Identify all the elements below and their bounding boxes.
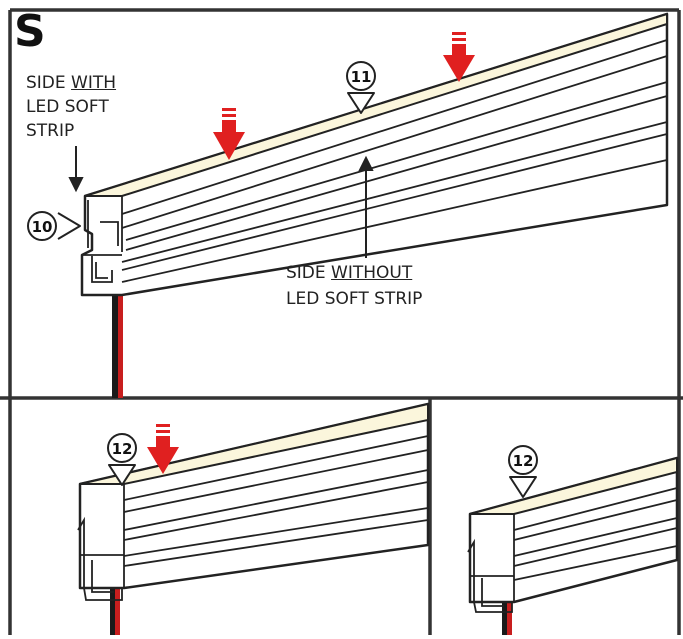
callout-10-number: 10 — [32, 218, 53, 236]
label-without-emphasis: WITHOUT — [331, 263, 413, 283]
callout-11-number: 11 — [351, 68, 372, 86]
pointer-triangle-icon — [347, 92, 375, 114]
down-arrow-icon — [213, 108, 245, 160]
label-with-line1: SIDE WITH — [26, 72, 116, 94]
callout-12-number: 12 — [112, 440, 133, 458]
label-without-text: SIDE — [286, 263, 332, 283]
down-arrow-icon — [147, 424, 179, 474]
label-without-line2: LED SOFT STRIP — [286, 289, 423, 309]
pointer-triangle-icon — [57, 212, 81, 240]
callout-12-left: 12 — [107, 433, 137, 486]
label-with-line3: STRIP — [26, 121, 75, 141]
callout-12-right: 12 — [508, 445, 538, 498]
callout-10: 10 — [27, 211, 81, 241]
callout-12-number: 12 — [513, 452, 534, 470]
label-with-line2: LED SOFT — [26, 97, 109, 117]
label-pointer-with — [68, 146, 84, 193]
pointer-triangle-icon — [108, 464, 136, 486]
label-without-line1: SIDE WITHOUT — [286, 262, 412, 284]
label-pointer-without — [358, 155, 374, 258]
callout-11: 11 — [346, 61, 376, 114]
pointer-triangle-icon — [509, 476, 537, 498]
label-with-emphasis: WITH — [71, 73, 117, 93]
down-arrow-icon — [443, 32, 475, 82]
label-with-text: SIDE — [26, 73, 72, 93]
bottom-right-profile — [467, 456, 679, 635]
panel-letter: S — [14, 6, 46, 57]
